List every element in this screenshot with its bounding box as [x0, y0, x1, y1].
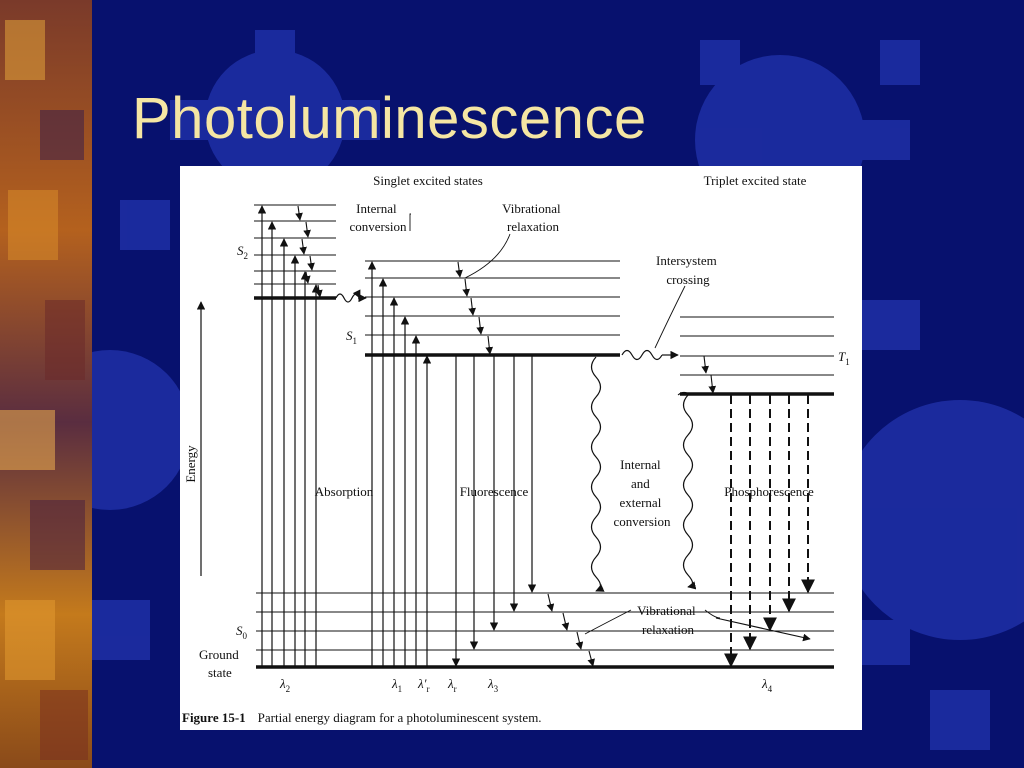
- triplet-header: Triplet excited state: [704, 173, 807, 188]
- fluorescence-arrows: [451, 355, 537, 667]
- fluorescence-label: Fluorescence: [460, 484, 529, 499]
- t1-relaxation-arrows: [701, 355, 717, 394]
- energy-diagram: Singlet excited states Triplet excited s…: [182, 173, 850, 726]
- triplet-conversion-wave: [682, 394, 697, 590]
- energy-axis-label: Energy: [183, 445, 198, 483]
- s2-relaxation-arrows: [295, 205, 323, 298]
- figure-panel: Singlet excited states Triplet excited s…: [180, 166, 862, 730]
- vibrational-relaxation-bottom-label: Vibrational relaxation: [637, 603, 699, 637]
- lambda3-label: λ3: [487, 676, 499, 694]
- absorption-arrows: [257, 205, 432, 667]
- vibrational-relaxation-top-label: Vibrational relaxation: [502, 201, 564, 234]
- gear-shape-top: [170, 30, 380, 190]
- singlet-header: Singlet excited states: [373, 173, 483, 188]
- lambda-r-label: λr: [447, 676, 457, 694]
- s0-label: S0: [236, 623, 248, 641]
- s0-relaxation-arrows: [546, 593, 811, 667]
- intersystem-crossing-label: Intersystem crossing: [656, 253, 720, 287]
- t1-levels: [680, 316, 834, 396]
- lambda1-label: λ1: [391, 676, 402, 694]
- lambda4-label: λ4: [761, 676, 773, 694]
- callout-leaders: [409, 213, 721, 635]
- phosphorescence-label: Phosphorescence: [724, 484, 814, 499]
- wavelength-labels: λ2 λ1 λ′r λr λ3 λ4: [279, 676, 773, 694]
- internal-external-conversion-wave: [590, 356, 605, 592]
- s2-label: S2: [237, 243, 248, 261]
- lambda2-label: λ2: [279, 676, 290, 694]
- ground-state-label: Ground state: [199, 647, 242, 680]
- energy-levels: [254, 204, 834, 669]
- internal-external-conversion-label: Internal and external conversion: [613, 457, 671, 529]
- absorption-label: Absorption: [315, 484, 374, 499]
- s1-relaxation-arrows: [455, 261, 494, 355]
- gear-shape-right: [840, 300, 1024, 750]
- decorative-side-strip: [0, 0, 92, 768]
- t1-label: T1: [838, 349, 850, 367]
- phosphorescence-arrows: [724, 395, 815, 668]
- slide-title: Photoluminescence: [132, 86, 647, 151]
- s1-label: S1: [346, 328, 357, 346]
- s1-levels: [365, 260, 620, 357]
- figure-caption: Figure 15-1 Partial energy diagram for a…: [182, 709, 542, 726]
- lambda-r-prime-label: λ′r: [417, 676, 429, 694]
- internal-conversion-label: Internal conversion: [349, 201, 407, 234]
- s0-levels: [256, 592, 834, 669]
- intersystem-crossing-squiggle: [621, 349, 663, 361]
- internal-conversion-squiggle: [335, 289, 361, 303]
